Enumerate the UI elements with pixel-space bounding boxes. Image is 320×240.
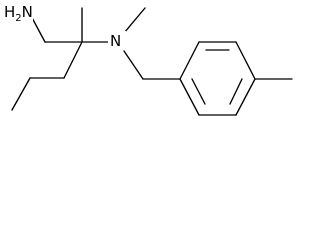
bond-propyl-2-3 (11, 77, 31, 111)
ring-double-bond-left (191, 78, 206, 105)
ring-bond-1 (179, 41, 200, 80)
molecule-structure: H2N N (3, 2, 293, 116)
ring-double-bond-right (229, 78, 243, 105)
amine-label-background (3, 2, 33, 21)
nitrogen-label-background (108, 31, 126, 50)
bond-nitrogen-to-methyl (123, 7, 146, 34)
tertiary-amine-nitrogen-label: N (110, 32, 121, 50)
molecule-canvas: H2N N (3, 2, 293, 116)
ring-bond-4 (235, 78, 256, 116)
ring-bond-3 (235, 41, 256, 80)
amine-label: H2N (4, 3, 33, 24)
bond-nitrogen-to-benzyl-ch2 (123, 50, 144, 80)
ring-bond-6 (179, 78, 200, 116)
bond-quaternary-carbon-to-propyl (63, 41, 83, 79)
